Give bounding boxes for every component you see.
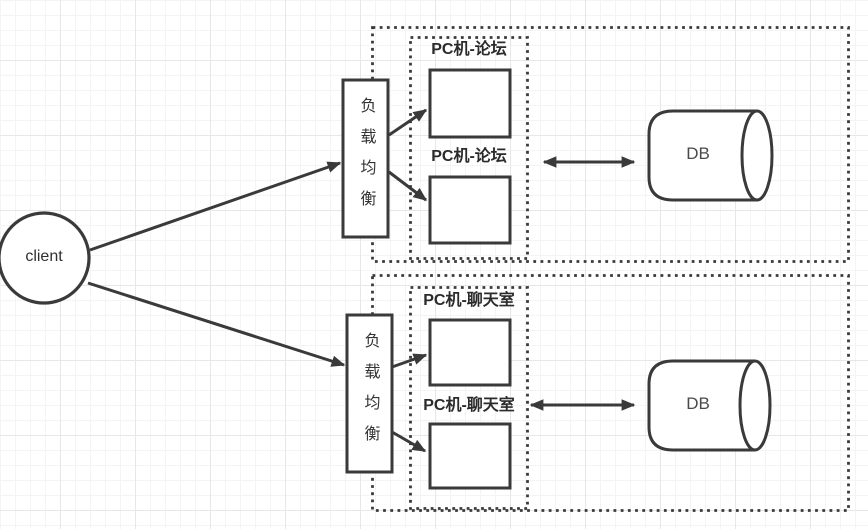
connector-client-to-lb2[interactable]	[87, 281, 346, 367]
chat-db-cylinder-body	[647, 359, 755, 452]
load-balancer-2-box[interactable]	[345, 313, 394, 474]
load-balancer-1-label: 负载均衡	[357, 96, 375, 221]
chat-db-cylinder[interactable]	[647, 359, 772, 452]
chat-server-1-label: PC机-聊天室	[423, 292, 515, 309]
forum-db-cylinder-body	[647, 109, 757, 202]
forum-servers-outline[interactable]	[409, 36, 529, 260]
forum-server-1-label: PC机-论坛	[431, 41, 507, 58]
chat-db-label: DB	[686, 394, 710, 413]
forum-db-cylinder-rim	[740, 109, 774, 202]
connector-lb1-to-forum-server2[interactable]	[388, 170, 428, 202]
forum-server-2-label: PC机-论坛	[431, 148, 507, 165]
load-balancer-2-label: 负载均衡	[361, 331, 379, 456]
forum-db-label: DB	[686, 144, 710, 163]
connector-lb1-to-forum-server1[interactable]	[388, 108, 428, 137]
connector-lb2-to-chat-server1[interactable]	[391, 353, 428, 369]
chat-db-cylinder-rim	[738, 359, 772, 452]
forum-server-1-box[interactable]	[428, 68, 512, 139]
forum-server-2-box[interactable]	[428, 175, 512, 245]
chat-server-2-box[interactable]	[428, 422, 512, 490]
forum-db-cylinder[interactable]	[647, 109, 774, 202]
forum-group-outline[interactable]	[371, 26, 850, 263]
chat-servers-outline[interactable]	[409, 286, 529, 510]
chat-server-1-box[interactable]	[428, 318, 512, 387]
load-balancer-1-box[interactable]	[341, 78, 390, 239]
connector-lb2-to-chat-server2[interactable]	[391, 430, 427, 453]
connector-client-to-lb1[interactable]	[89, 161, 342, 252]
chat-server-2-label: PC机-聊天室	[423, 397, 515, 414]
client-label: client	[25, 248, 63, 265]
client-node[interactable]	[0, 211, 91, 305]
